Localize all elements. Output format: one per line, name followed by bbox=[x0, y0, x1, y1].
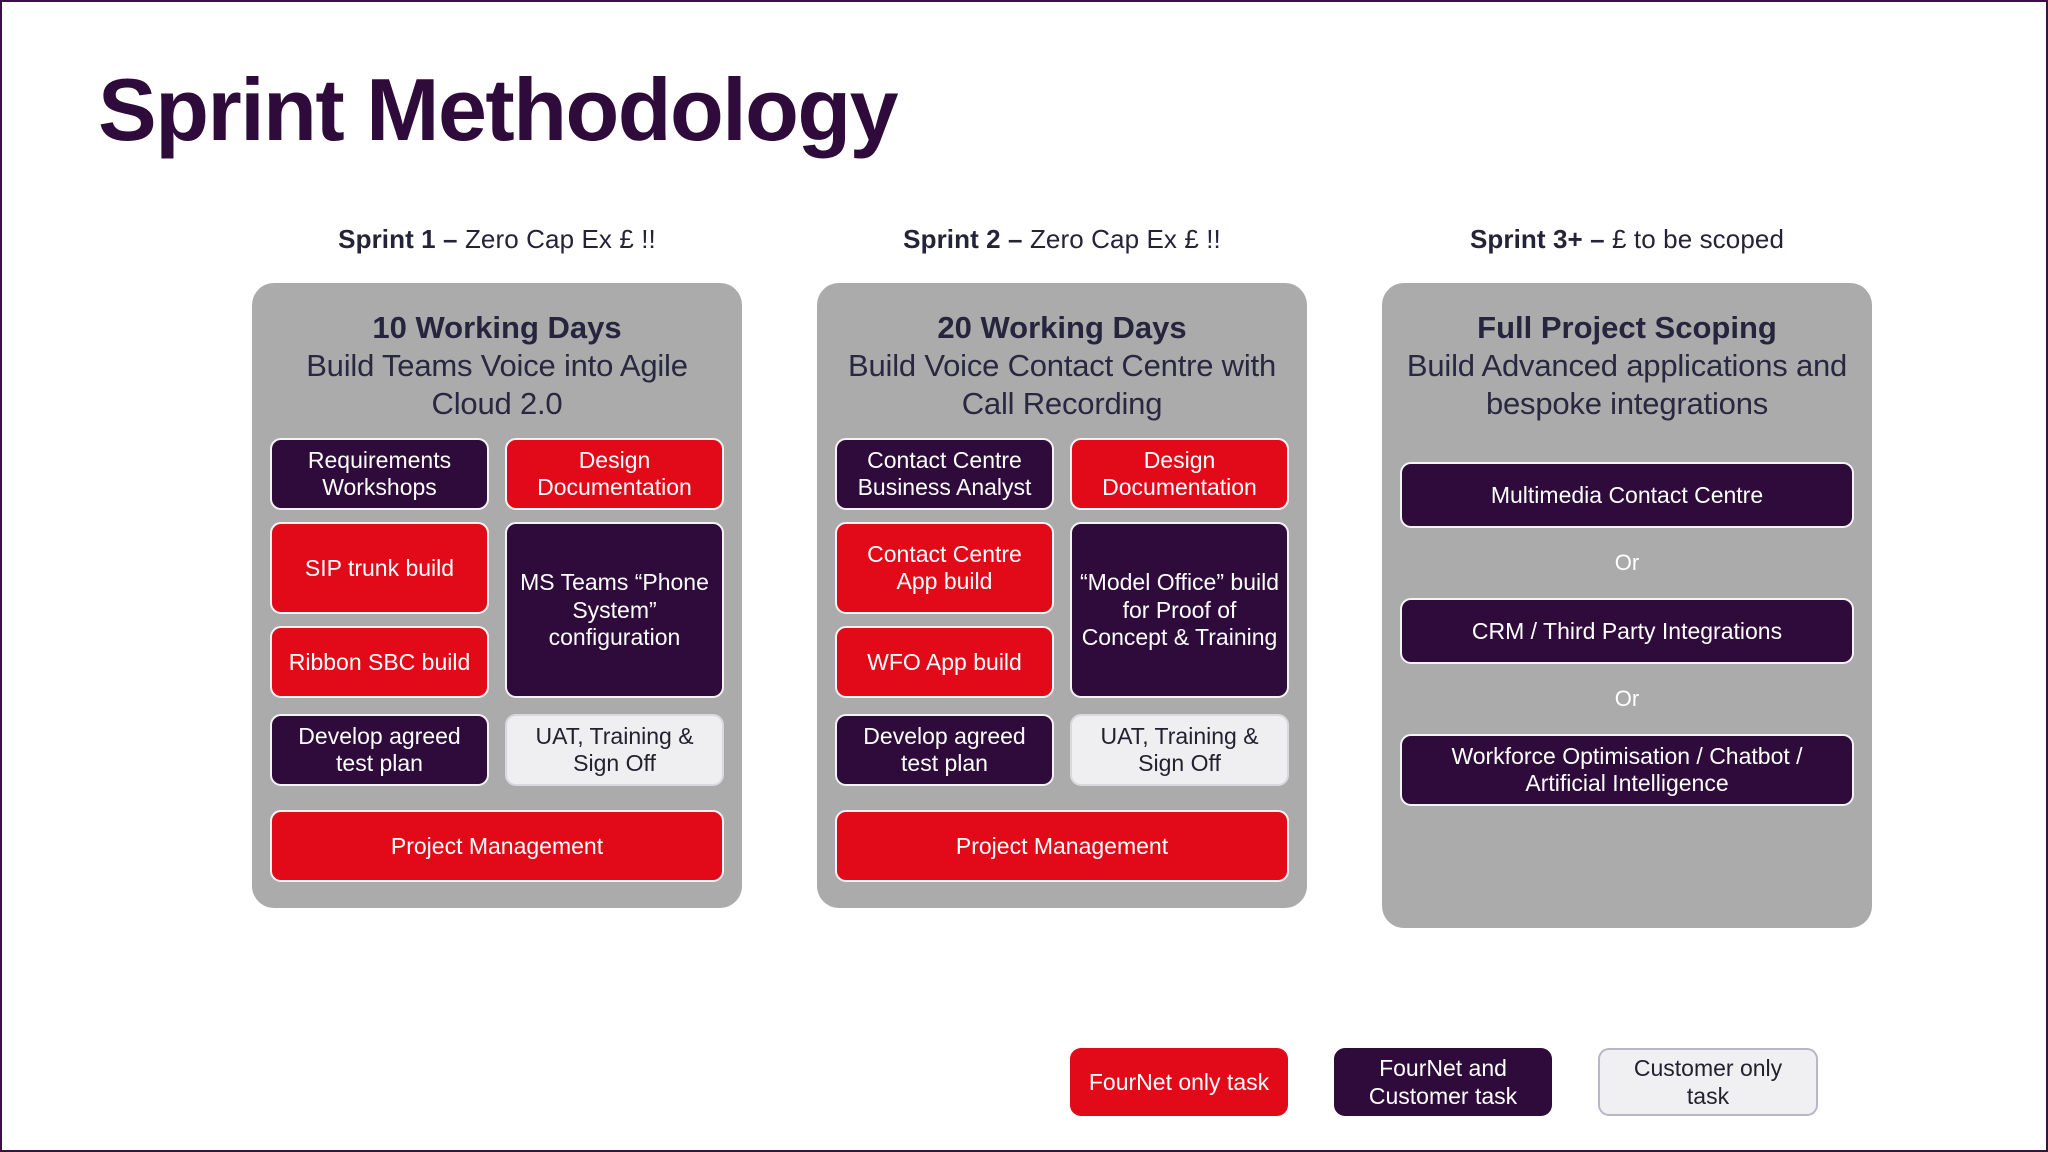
legend-item-fournet-only: FourNet only task bbox=[1070, 1048, 1288, 1116]
task-box[interactable]: Requirements Workshops bbox=[270, 438, 489, 511]
legend: FourNet only task FourNet and Customer t… bbox=[1070, 1048, 1818, 1116]
sprint-label-2: Sprint 2 – Zero Cap Ex £ !! bbox=[903, 224, 1221, 255]
task-box[interactable]: Design Documentation bbox=[505, 438, 724, 511]
task-box[interactable]: Contact Centre Business Analyst bbox=[835, 438, 1054, 511]
page-title: Sprint Methodology bbox=[98, 60, 899, 159]
task-box[interactable]: MS Teams “Phone System” configuration bbox=[505, 522, 724, 699]
task-box[interactable]: Develop agreed test plan bbox=[835, 714, 1054, 787]
sprint-detail-1: Zero Cap Ex £ !! bbox=[457, 224, 656, 254]
task-row-1: Develop agreed test plan UAT, Training &… bbox=[270, 714, 724, 787]
task-box[interactable]: Develop agreed test plan bbox=[270, 714, 489, 787]
option-list: Multimedia Contact Centre Or CRM / Third… bbox=[1400, 462, 1854, 807]
sprint-card-3: Full Project Scoping Build Advanced appl… bbox=[1382, 283, 1872, 928]
task-box[interactable]: Contact Centre App build bbox=[835, 522, 1054, 615]
sprint-column-3: Sprint 3+ – £ to be scoped Full Project … bbox=[1382, 224, 1872, 928]
sprint-column-2: Sprint 2 – Zero Cap Ex £ !! 20 Working D… bbox=[817, 224, 1307, 908]
task-grid-1: Requirements Workshops Design Documentat… bbox=[270, 438, 724, 699]
sprint-detail-2: Zero Cap Ex £ !! bbox=[1022, 224, 1221, 254]
card-heading-2: 20 Working Days Build Voice Contact Cent… bbox=[835, 305, 1289, 436]
legend-item-customer-only: Customer only task bbox=[1598, 1048, 1818, 1116]
task-grid-2: Contact Centre Business Analyst Design D… bbox=[835, 438, 1289, 699]
sprint-name-1: Sprint 1 – bbox=[338, 224, 458, 254]
card-description-3: Build Advanced applications and bespoke … bbox=[1406, 347, 1848, 421]
option-box[interactable]: Workforce Optimisation / Chatbot / Artif… bbox=[1400, 734, 1854, 807]
task-box[interactable]: SIP trunk build bbox=[270, 522, 489, 615]
task-box[interactable]: Ribbon SBC build bbox=[270, 626, 489, 699]
task-bar-project-management[interactable]: Project Management bbox=[270, 810, 724, 883]
sprint-card-2: 20 Working Days Build Voice Contact Cent… bbox=[817, 283, 1307, 908]
task-box[interactable]: “Model Office” build for Proof of Concep… bbox=[1070, 522, 1289, 699]
task-box[interactable]: WFO App build bbox=[835, 626, 1054, 699]
option-box[interactable]: CRM / Third Party Integrations bbox=[1400, 598, 1854, 665]
task-bar-project-management[interactable]: Project Management bbox=[835, 810, 1289, 883]
card-days-2: 20 Working Days bbox=[937, 310, 1187, 345]
sprint-label-3: Sprint 3+ – £ to be scoped bbox=[1470, 224, 1784, 255]
sprint-detail-3: £ to be scoped bbox=[1604, 224, 1785, 254]
task-row-2: Develop agreed test plan UAT, Training &… bbox=[835, 714, 1289, 787]
card-heading-3: Full Project Scoping Build Advanced appl… bbox=[1400, 305, 1854, 436]
card-days-1: 10 Working Days bbox=[372, 310, 622, 345]
sprint-column-1: Sprint 1 – Zero Cap Ex £ !! 10 Working D… bbox=[252, 224, 742, 908]
task-box[interactable]: Design Documentation bbox=[1070, 438, 1289, 511]
card-heading-1: 10 Working Days Build Teams Voice into A… bbox=[270, 305, 724, 436]
sprint-columns: Sprint 1 – Zero Cap Ex £ !! 10 Working D… bbox=[252, 224, 1872, 928]
option-box[interactable]: Multimedia Contact Centre bbox=[1400, 462, 1854, 529]
or-separator: Or bbox=[1614, 686, 1640, 712]
sprint-label-1: Sprint 1 – Zero Cap Ex £ !! bbox=[338, 224, 656, 255]
or-separator: Or bbox=[1614, 550, 1640, 576]
legend-item-fournet-and-customer: FourNet and Customer task bbox=[1334, 1048, 1552, 1116]
sprint-name-2: Sprint 2 – bbox=[903, 224, 1023, 254]
card-days-3: Full Project Scoping bbox=[1477, 310, 1777, 345]
task-box[interactable]: UAT, Training & Sign Off bbox=[505, 714, 724, 787]
sprint-name-3: Sprint 3+ – bbox=[1469, 224, 1605, 254]
card-description-2: Build Voice Contact Centre with Call Rec… bbox=[847, 347, 1277, 421]
task-box[interactable]: UAT, Training & Sign Off bbox=[1070, 714, 1289, 787]
sprint-card-1: 10 Working Days Build Teams Voice into A… bbox=[252, 283, 742, 908]
card-description-1: Build Teams Voice into Agile Cloud 2.0 bbox=[306, 347, 688, 421]
